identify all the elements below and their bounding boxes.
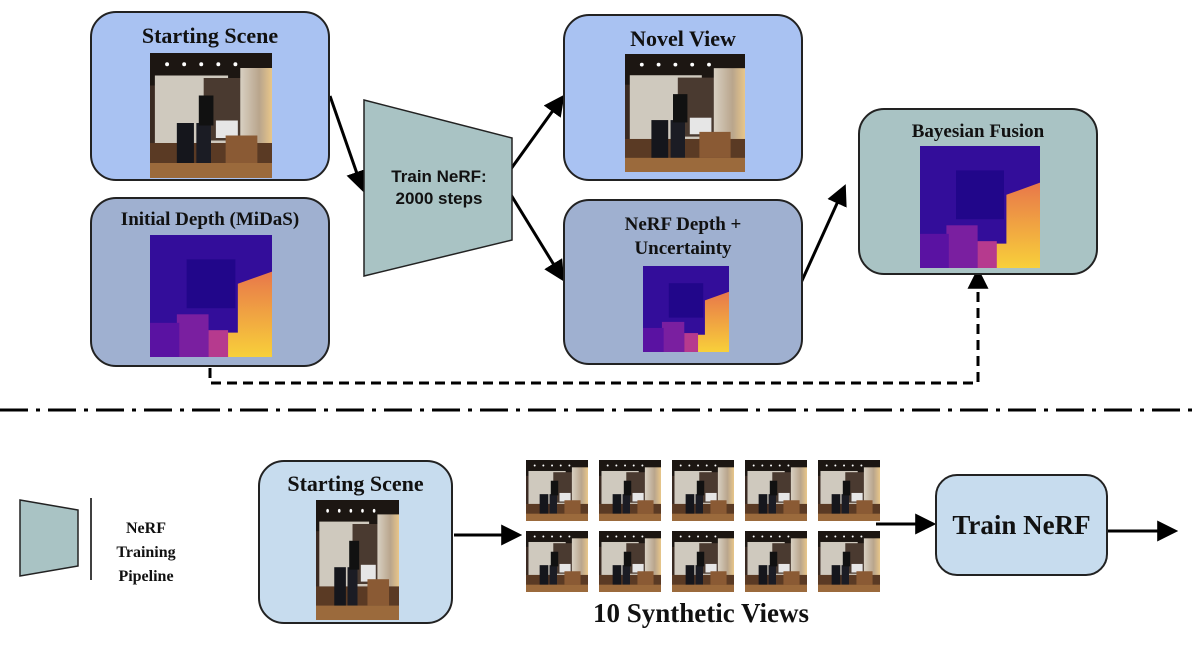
synthetic-view-thumbnail (745, 531, 807, 592)
synthetic-view-thumbnail (745, 460, 807, 521)
novel-view-title: Novel View (630, 26, 736, 51)
novel-view-image (625, 54, 745, 172)
starting-scene-image (150, 53, 272, 178)
legend-trapezoid-icon (19, 499, 79, 577)
initial-depth-map (150, 235, 272, 357)
starting-scene-title: Starting Scene (141, 23, 279, 48)
synthetic-views-grid (526, 460, 880, 598)
synthetic-view-thumbnail (818, 531, 880, 592)
synthetic-view-thumbnail (526, 531, 588, 592)
nerf-depth-box: NeRF Depth + Uncertainty (563, 199, 803, 365)
bottom-starting-scene-box: Starting Scene (258, 460, 453, 624)
starting-scene-box: Starting Scene (90, 11, 330, 181)
bottom-starting-scene-title: Starting Scene (287, 471, 424, 496)
nerf-depth-map (643, 266, 729, 352)
synthetic-view-thumbnail (599, 460, 661, 521)
dashed-arrow-midas-to-fusion (208, 267, 989, 385)
legend-label: NeRF Training Pipeline (98, 517, 194, 589)
initial-depth-title: Initial Depth (MiDaS) (120, 209, 300, 230)
train-nerf-label-line2: 2000 steps (395, 189, 483, 208)
train-nerf-label-line1: Train NeRF: (391, 167, 487, 186)
legend-label-line1: NeRF Training (116, 520, 176, 561)
nerf-depth-title-line1: NeRF Depth + (624, 214, 742, 235)
initial-depth-box: Initial Depth (MiDaS) (90, 197, 330, 367)
synthetic-views-caption: 10 Synthetic Views (593, 598, 809, 628)
bottom-train-nerf-title: Train NeRF (952, 510, 1091, 540)
nerf-depth-title: NeRF Depth + Uncertainty (565, 213, 801, 261)
bayesian-fusion-box: Bayesian Fusion (858, 108, 1098, 275)
arrow-scene-to-train (328, 95, 367, 192)
arrow-depth-to-fusion (798, 184, 847, 286)
synthetic-view-thumbnail (599, 531, 661, 592)
legend-label-line2: Pipeline (118, 568, 174, 585)
bottom-starting-scene-image (316, 500, 399, 620)
arrow-train-to-novel (506, 94, 565, 174)
train-nerf-trapezoid (363, 99, 513, 277)
bayesian-fusion-title: Bayesian Fusion (911, 121, 1045, 142)
synthetic-view-thumbnail (526, 460, 588, 521)
novel-view-box: Novel View (563, 14, 803, 181)
synthetic-view-thumbnail (818, 460, 880, 521)
bottom-train-nerf-box: Train NeRF (935, 474, 1108, 576)
bayesian-fusion-map (920, 146, 1040, 268)
synthetic-view-thumbnail (672, 460, 734, 521)
nerf-depth-title-line2: Uncertainty (634, 238, 732, 259)
train-nerf-label: Train NeRF: 2000 steps (366, 166, 512, 210)
arrow-train-to-depth (506, 189, 565, 282)
synthetic-view-thumbnail (672, 531, 734, 592)
